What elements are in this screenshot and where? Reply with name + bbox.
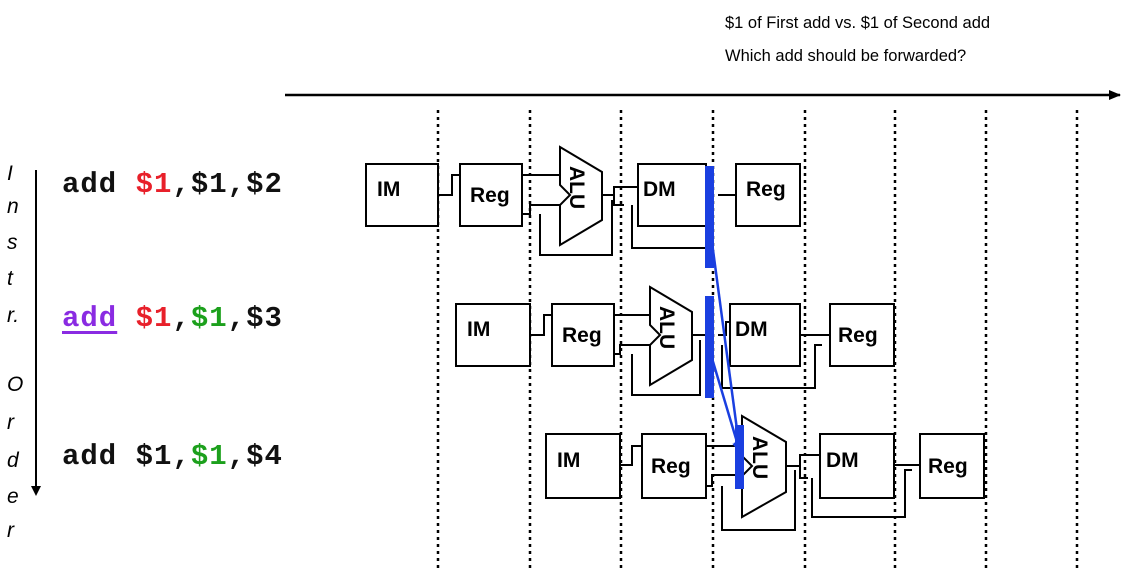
instr-rt: $3 xyxy=(246,302,283,335)
instr-opcode: add xyxy=(62,168,118,201)
forward-arrow-from-first-add xyxy=(709,234,744,454)
instr-sep: , xyxy=(227,440,247,473)
im-stage xyxy=(545,433,621,499)
instruction-3: add $1,$1,$4 xyxy=(62,440,283,473)
im-label: IM xyxy=(377,178,400,201)
dm-stage xyxy=(637,163,707,227)
axis-letter: r xyxy=(7,411,14,434)
stage-wire xyxy=(522,174,560,215)
alu-shape xyxy=(649,285,693,387)
axis-letter: r. xyxy=(7,304,20,327)
instr-sep: , xyxy=(172,440,191,473)
instr-opcode: add xyxy=(62,302,118,335)
dm-label: DM xyxy=(735,318,768,341)
axis-letter: s xyxy=(7,231,18,254)
stage-wire xyxy=(811,469,912,518)
stage-wire xyxy=(602,186,638,206)
stage-wire xyxy=(438,174,460,196)
instruction-2: add $1,$1,$3 xyxy=(62,302,283,335)
axis-letter: e xyxy=(7,485,19,508)
im-label: IM xyxy=(557,449,580,472)
pipeline-register-highlight xyxy=(705,296,714,398)
dm-stage xyxy=(819,433,895,499)
dm-stage xyxy=(729,303,801,367)
stage-wire xyxy=(721,344,822,389)
stage-wire xyxy=(631,340,701,396)
forward-arrow-from-second-add xyxy=(709,354,742,454)
reg-write-stage xyxy=(829,303,895,367)
reg-write-stage xyxy=(919,433,985,499)
pipeline-row-1 xyxy=(365,145,801,256)
reg-label: Reg xyxy=(838,324,878,347)
axis-letter: r xyxy=(7,519,14,542)
alu-label: ALU xyxy=(565,166,588,209)
instr-rd: $1 xyxy=(135,168,173,201)
instr-rs: $1 xyxy=(190,302,228,335)
stage-wire xyxy=(530,314,552,336)
alu-label: ALU xyxy=(748,436,771,479)
stage-wire xyxy=(539,200,613,256)
reg-read-stage xyxy=(551,303,615,367)
reg-label: Reg xyxy=(746,178,786,201)
stage-wire xyxy=(614,314,650,355)
instr-sep: , xyxy=(172,168,191,201)
alu-shape xyxy=(559,145,603,247)
reg-label: Reg xyxy=(928,455,968,478)
reg-write-stage xyxy=(735,163,801,227)
instruction-1: add $1,$1,$2 xyxy=(62,168,283,201)
stage-wire xyxy=(721,470,796,531)
instr-sep: , xyxy=(172,302,191,335)
instr-opcode: add xyxy=(62,440,118,473)
alu-label: ALU xyxy=(655,306,678,349)
reg-read-stage xyxy=(459,163,523,227)
dm-label: DM xyxy=(826,449,859,472)
reg-label: Reg xyxy=(562,324,602,347)
stage-wire xyxy=(620,445,642,466)
pipeline-row-2 xyxy=(455,285,895,396)
pipeline-register-highlight xyxy=(735,425,744,489)
reg-read-stage xyxy=(641,433,707,499)
im-label: IM xyxy=(467,318,490,341)
stage-wire xyxy=(786,454,820,479)
axis-letter: n xyxy=(7,195,19,218)
question-line-1: $1 of First add vs. $1 of Second add xyxy=(725,14,991,32)
instr-rt: $4 xyxy=(246,440,283,473)
axis-letter: I xyxy=(7,162,13,185)
instr-rd: $1 xyxy=(135,302,173,335)
pipeline-row-3 xyxy=(545,414,985,531)
instr-rs: $1 xyxy=(190,440,228,473)
instr-sep: , xyxy=(227,302,247,335)
axis-letter: t xyxy=(7,267,13,290)
reg-label: Reg xyxy=(470,184,510,207)
instr-rd: $1 xyxy=(135,440,173,473)
reg-label: Reg xyxy=(651,455,691,478)
instr-sep: , xyxy=(227,168,247,201)
dm-label: DM xyxy=(643,178,676,201)
stage-wire xyxy=(631,205,705,249)
axis-letter: O xyxy=(7,373,24,396)
instr-order-arrowhead xyxy=(31,486,41,496)
axis-letter: d xyxy=(7,449,19,472)
stage-wire xyxy=(718,321,730,336)
pipeline-register-highlight xyxy=(705,166,714,268)
im-stage xyxy=(365,163,439,227)
instr-rs: $1 xyxy=(190,168,228,201)
instr-rt: $2 xyxy=(246,168,283,201)
question-line-2: Which add should be forwarded? xyxy=(725,47,967,65)
